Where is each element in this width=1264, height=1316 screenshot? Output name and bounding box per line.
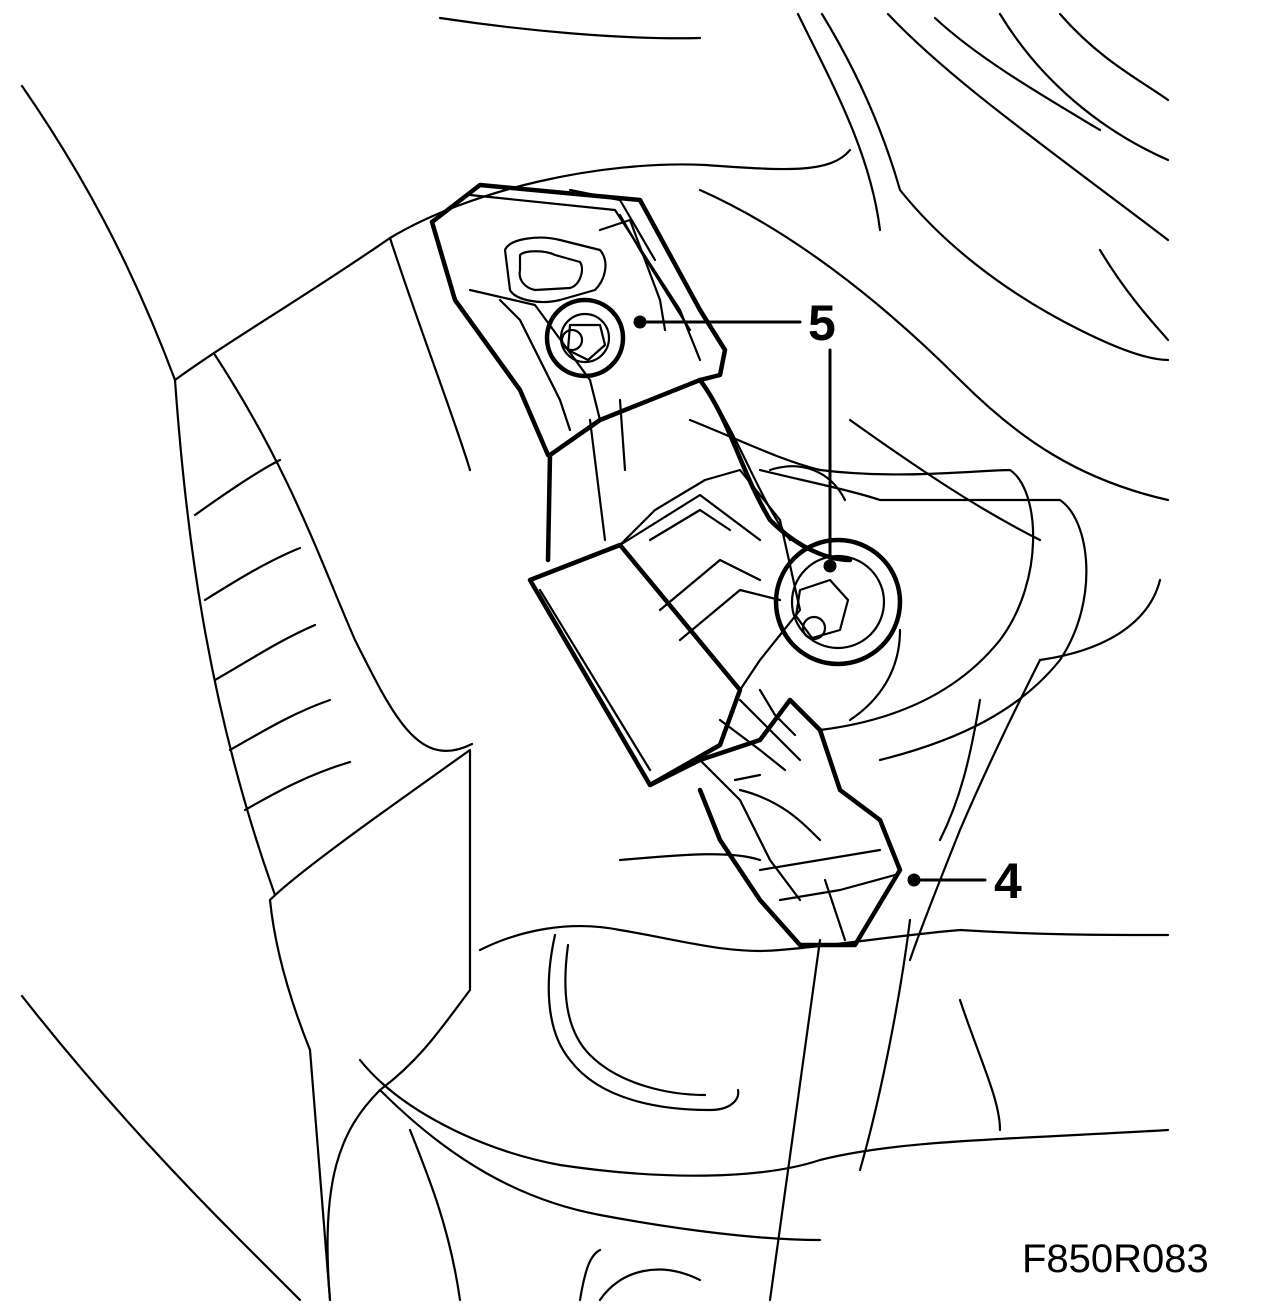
sensor-connector (647, 688, 903, 948)
bracket (429, 182, 728, 563)
bracket-arm (697, 377, 853, 563)
body-panel-lines (20, 12, 1170, 897)
foreground-trim (20, 658, 1170, 1302)
sensor-module (527, 468, 802, 788)
upper-bolt (544, 297, 626, 379)
callout-label-upper-bolt: 5 (808, 295, 836, 351)
mounting-recess (688, 418, 1088, 762)
callout-label-connector: 4 (994, 853, 1022, 909)
callout-leaders (633, 315, 987, 887)
figure-id: F850R083 (1022, 1237, 1209, 1281)
